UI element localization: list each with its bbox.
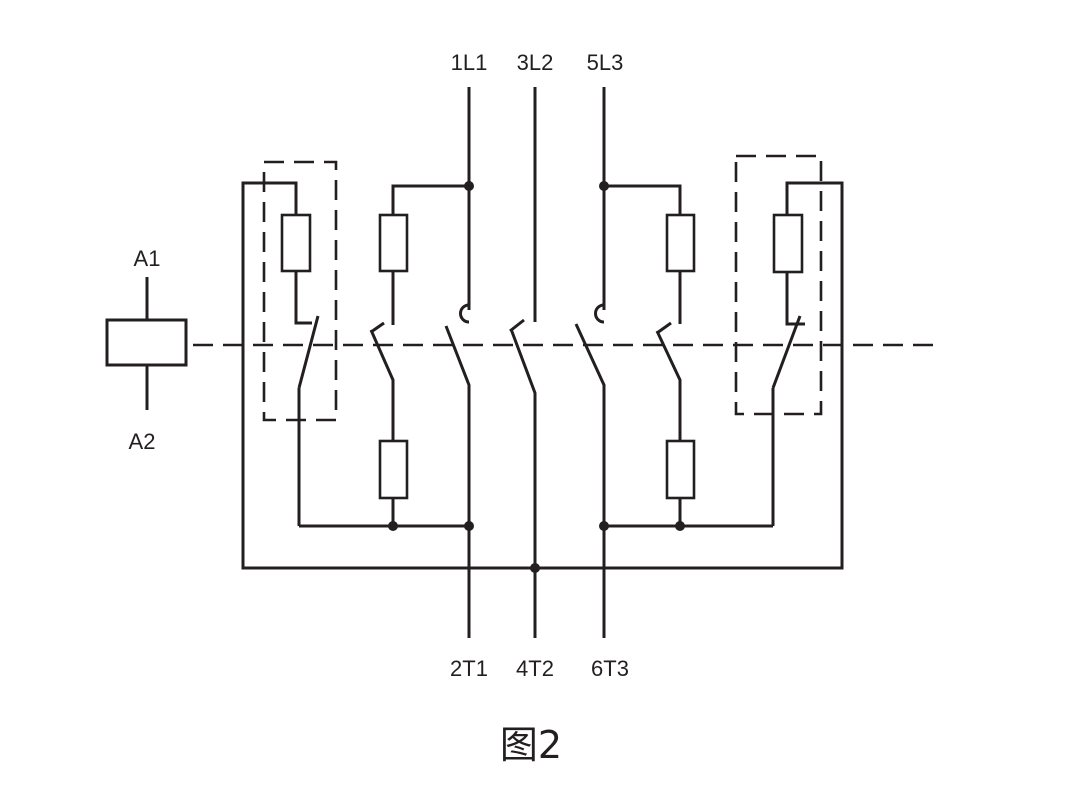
left-auxiliary-unit [264, 181, 469, 528]
terminal-label-1l1: 1L1 [451, 50, 488, 75]
left-inner-switch-blade [369, 329, 395, 441]
right-inner-contact-tab [656, 321, 672, 335]
terminal-label-4t2: 4T2 [516, 656, 554, 681]
main-pole-2 [509, 87, 540, 638]
coil-group: A1 A2 [105, 246, 188, 454]
pole-1-contact-hook [459, 303, 470, 324]
terminal-label-5l3: 5L3 [587, 50, 624, 75]
right-inner-branch [604, 184, 696, 531]
terminal-label-6t3: 6T3 [591, 656, 629, 681]
left-aux-switch-blade [297, 315, 320, 389]
pole-2-bottom-junction [530, 563, 540, 573]
right-auxiliary-enclosure [734, 154, 823, 416]
left-aux-mid-wire [294, 271, 312, 325]
left-inner-branch [369, 184, 469, 531]
right-aux-mid-wire [785, 272, 805, 326]
left-inner-contact-tab [370, 321, 385, 334]
main-pole-3 [574, 87, 609, 638]
right-inner-switch-blade [655, 330, 682, 441]
pole-2-switch-blade [509, 328, 537, 638]
right-aux-switch-blade [771, 315, 802, 389]
left-inner-top-wire [391, 184, 469, 215]
pole-1-switch-blade [444, 325, 471, 638]
main-pole-1 [444, 87, 474, 638]
left-inner-upper-resistor [378, 213, 409, 273]
right-inner-lower-resistor [665, 439, 696, 500]
terminal-label-2t1: 2T1 [450, 656, 488, 681]
figure-caption: 图2 [500, 723, 562, 767]
coil-symbol [105, 318, 188, 367]
pole-3-switch-blade [574, 323, 606, 638]
coil-label-a2: A2 [129, 429, 156, 454]
coil-label-a1: A1 [134, 246, 161, 271]
outer-frame-wire [241, 181, 844, 570]
right-aux-resistor [772, 213, 804, 274]
terminal-label-3l2: 3L2 [517, 50, 554, 75]
left-aux-resistor [280, 213, 312, 273]
left-inner-lower-resistor [378, 439, 409, 500]
right-inner-top-wire [604, 184, 682, 215]
pole-3-contact-hook [594, 303, 605, 324]
right-auxiliary-unit [604, 213, 805, 528]
right-inner-upper-resistor [665, 213, 696, 273]
left-aux-top-wire [264, 181, 298, 215]
